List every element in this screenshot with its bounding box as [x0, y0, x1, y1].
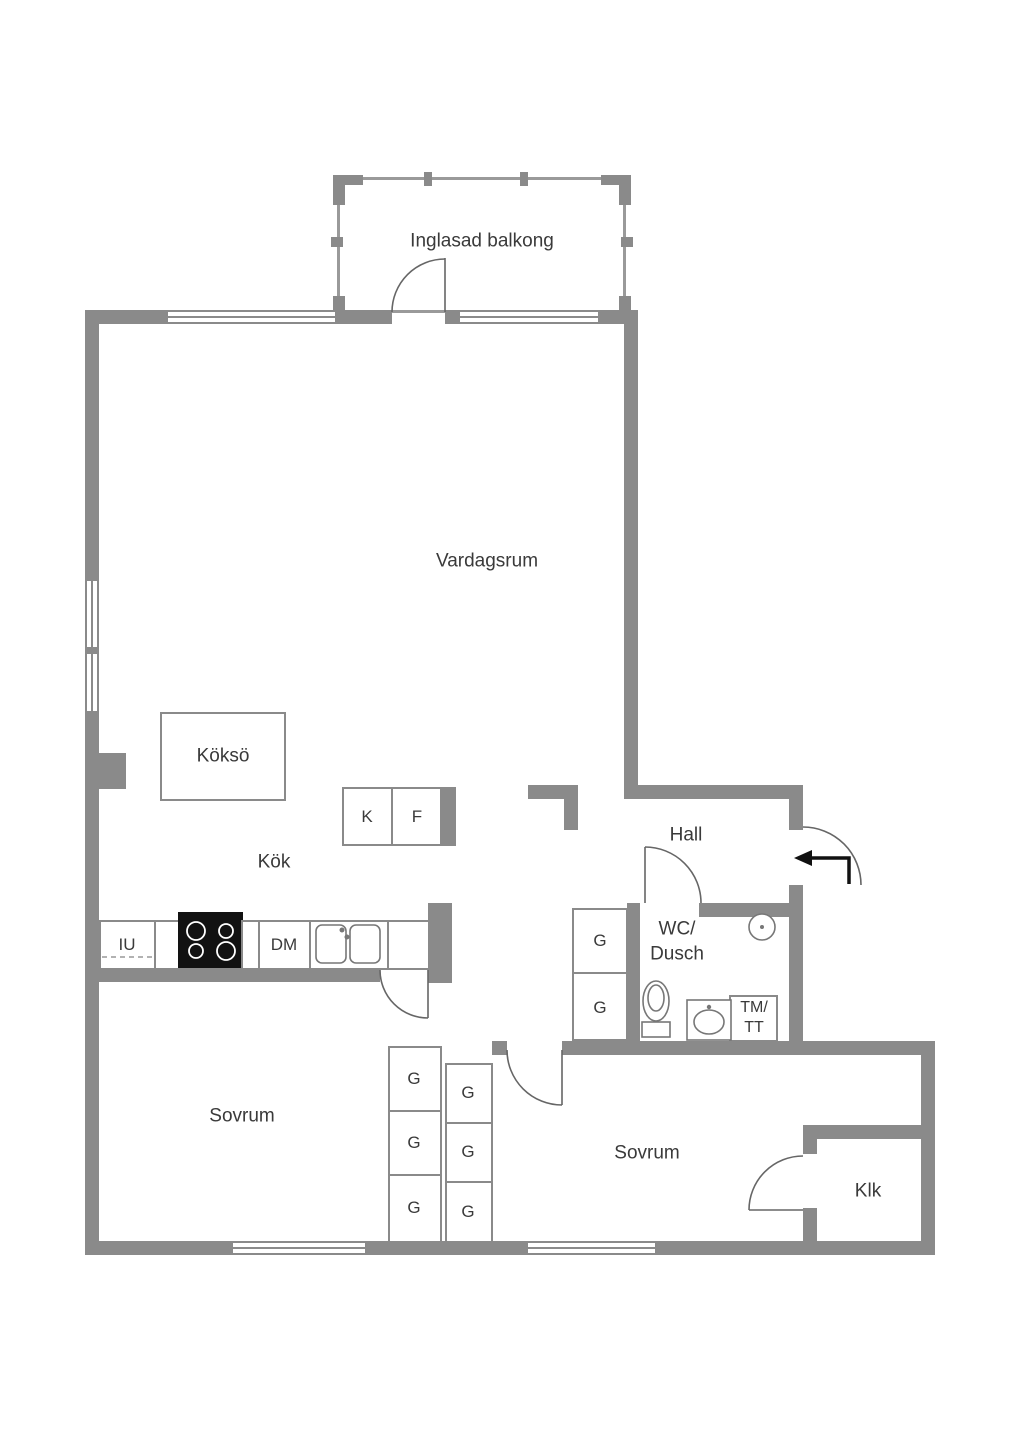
- balcony-corner-post: [333, 175, 363, 185]
- room-label-wc-dusch: WC/ Dusch: [650, 917, 704, 966]
- room-label-bedroom-right: Sovrum: [614, 1142, 680, 1164]
- window: [85, 654, 99, 713]
- room-label-kitchen: Kök: [257, 851, 291, 873]
- wc-label-line2: Dusch: [650, 943, 704, 964]
- room-label-hall: Hall: [669, 824, 703, 846]
- wardrobe-cell: [388, 1174, 442, 1243]
- wall-hall-right: [789, 885, 803, 1041]
- integrated-oven-label: IU: [118, 934, 136, 954]
- wall-bottom: [655, 1241, 935, 1255]
- wardrobe-label: G: [407, 1197, 421, 1217]
- wall-left: [85, 310, 99, 583]
- wardrobe-label: G: [461, 1141, 475, 1161]
- toilet-icon: [641, 980, 671, 1038]
- window: [460, 310, 600, 324]
- window: [168, 310, 337, 324]
- wardrobe-cell: [445, 1122, 493, 1183]
- wall-top: [85, 310, 170, 324]
- wardrobe-label: G: [461, 1082, 475, 1102]
- balcony-post: [619, 296, 631, 312]
- wall-hall-top: [638, 785, 803, 799]
- wall-bottom: [365, 1241, 530, 1255]
- wardrobe-cell: [572, 908, 628, 974]
- wall-kitchen-bedroom: [85, 968, 380, 982]
- counter-cell: [387, 920, 430, 970]
- wall-top: [445, 310, 462, 324]
- wall-left: [85, 647, 99, 656]
- dishwasher-label: DM: [270, 934, 298, 954]
- entrance-arrow-icon: [794, 850, 851, 884]
- balcony-corner-post: [601, 175, 631, 185]
- washer-label-line2: TT: [744, 1019, 764, 1036]
- window: [85, 581, 99, 649]
- wall-stub: [564, 785, 578, 830]
- balcony-glazing: [337, 177, 626, 313]
- door-swing-klk: [748, 1155, 804, 1211]
- dishwasher-cell: [258, 920, 311, 970]
- wall-right-living: [624, 310, 638, 799]
- balcony-mullion: [621, 237, 633, 247]
- wall-kf-end: [440, 787, 456, 846]
- wardrobe-cell: [445, 1181, 493, 1243]
- door-swing-entrance: [802, 826, 862, 886]
- wall-counter-end: [428, 903, 452, 983]
- stove: [178, 912, 243, 968]
- wall-klk-left: [803, 1208, 817, 1255]
- wall-piece: [492, 1041, 507, 1055]
- room-label-kitchen-island: Köksö: [196, 745, 250, 767]
- wall-bottom: [85, 1241, 235, 1255]
- counter-cell: [154, 920, 180, 970]
- window: [233, 1241, 367, 1255]
- room-label-living-room: Vardagsrum: [435, 550, 539, 572]
- fridge-label: K: [361, 806, 373, 826]
- room-label-klk: Klk: [854, 1180, 882, 1202]
- washer-dryer-label: TM/ TT: [740, 998, 768, 1038]
- washer-label-line1: TM/: [740, 999, 768, 1016]
- kitchen-island-outline: [160, 712, 286, 801]
- door-swing-wc: [644, 846, 702, 904]
- door-swing-bedroom-right: [506, 1049, 563, 1106]
- wall-top: [335, 310, 392, 324]
- wardrobe-cell: [572, 972, 628, 1041]
- window: [528, 1241, 657, 1255]
- wall-hall-right: [789, 785, 803, 830]
- wall-wc-bottom: [562, 1041, 935, 1055]
- pillar: [99, 753, 126, 789]
- wardrobe-label: G: [407, 1132, 421, 1152]
- balcony-mullion: [331, 237, 343, 247]
- freezer-cabinet: [391, 787, 442, 846]
- wardrobe-label: G: [461, 1201, 475, 1221]
- room-label-bedroom-left: Sovrum: [209, 1105, 275, 1127]
- balcony-mullion: [520, 172, 528, 186]
- wall-wc-left: [627, 903, 640, 1055]
- freezer-label: F: [411, 806, 423, 826]
- balcony-post: [333, 296, 345, 312]
- counter-oven-cell: [99, 920, 156, 970]
- wall-left: [85, 711, 99, 1255]
- wardrobe-cell: [445, 1063, 493, 1124]
- wall-klk-left: [803, 1125, 817, 1154]
- wall-wc-top: [699, 903, 803, 917]
- balcony-mullion: [424, 172, 432, 186]
- wc-label-line1: WC/: [658, 918, 696, 940]
- wall-klk-top: [803, 1125, 923, 1139]
- washbasin-icon: [686, 999, 732, 1041]
- wardrobe-label: G: [593, 930, 607, 950]
- wall-right-exterior: [921, 1041, 935, 1255]
- sink-cabinet: [309, 920, 389, 970]
- room-label-balcony: Inglasad balkong: [410, 230, 554, 252]
- wardrobe-label: G: [407, 1068, 421, 1088]
- wardrobe-label: G: [593, 997, 607, 1017]
- washer-dryer-box: [729, 995, 778, 1042]
- door-swing-bedroom-left: [379, 969, 429, 1019]
